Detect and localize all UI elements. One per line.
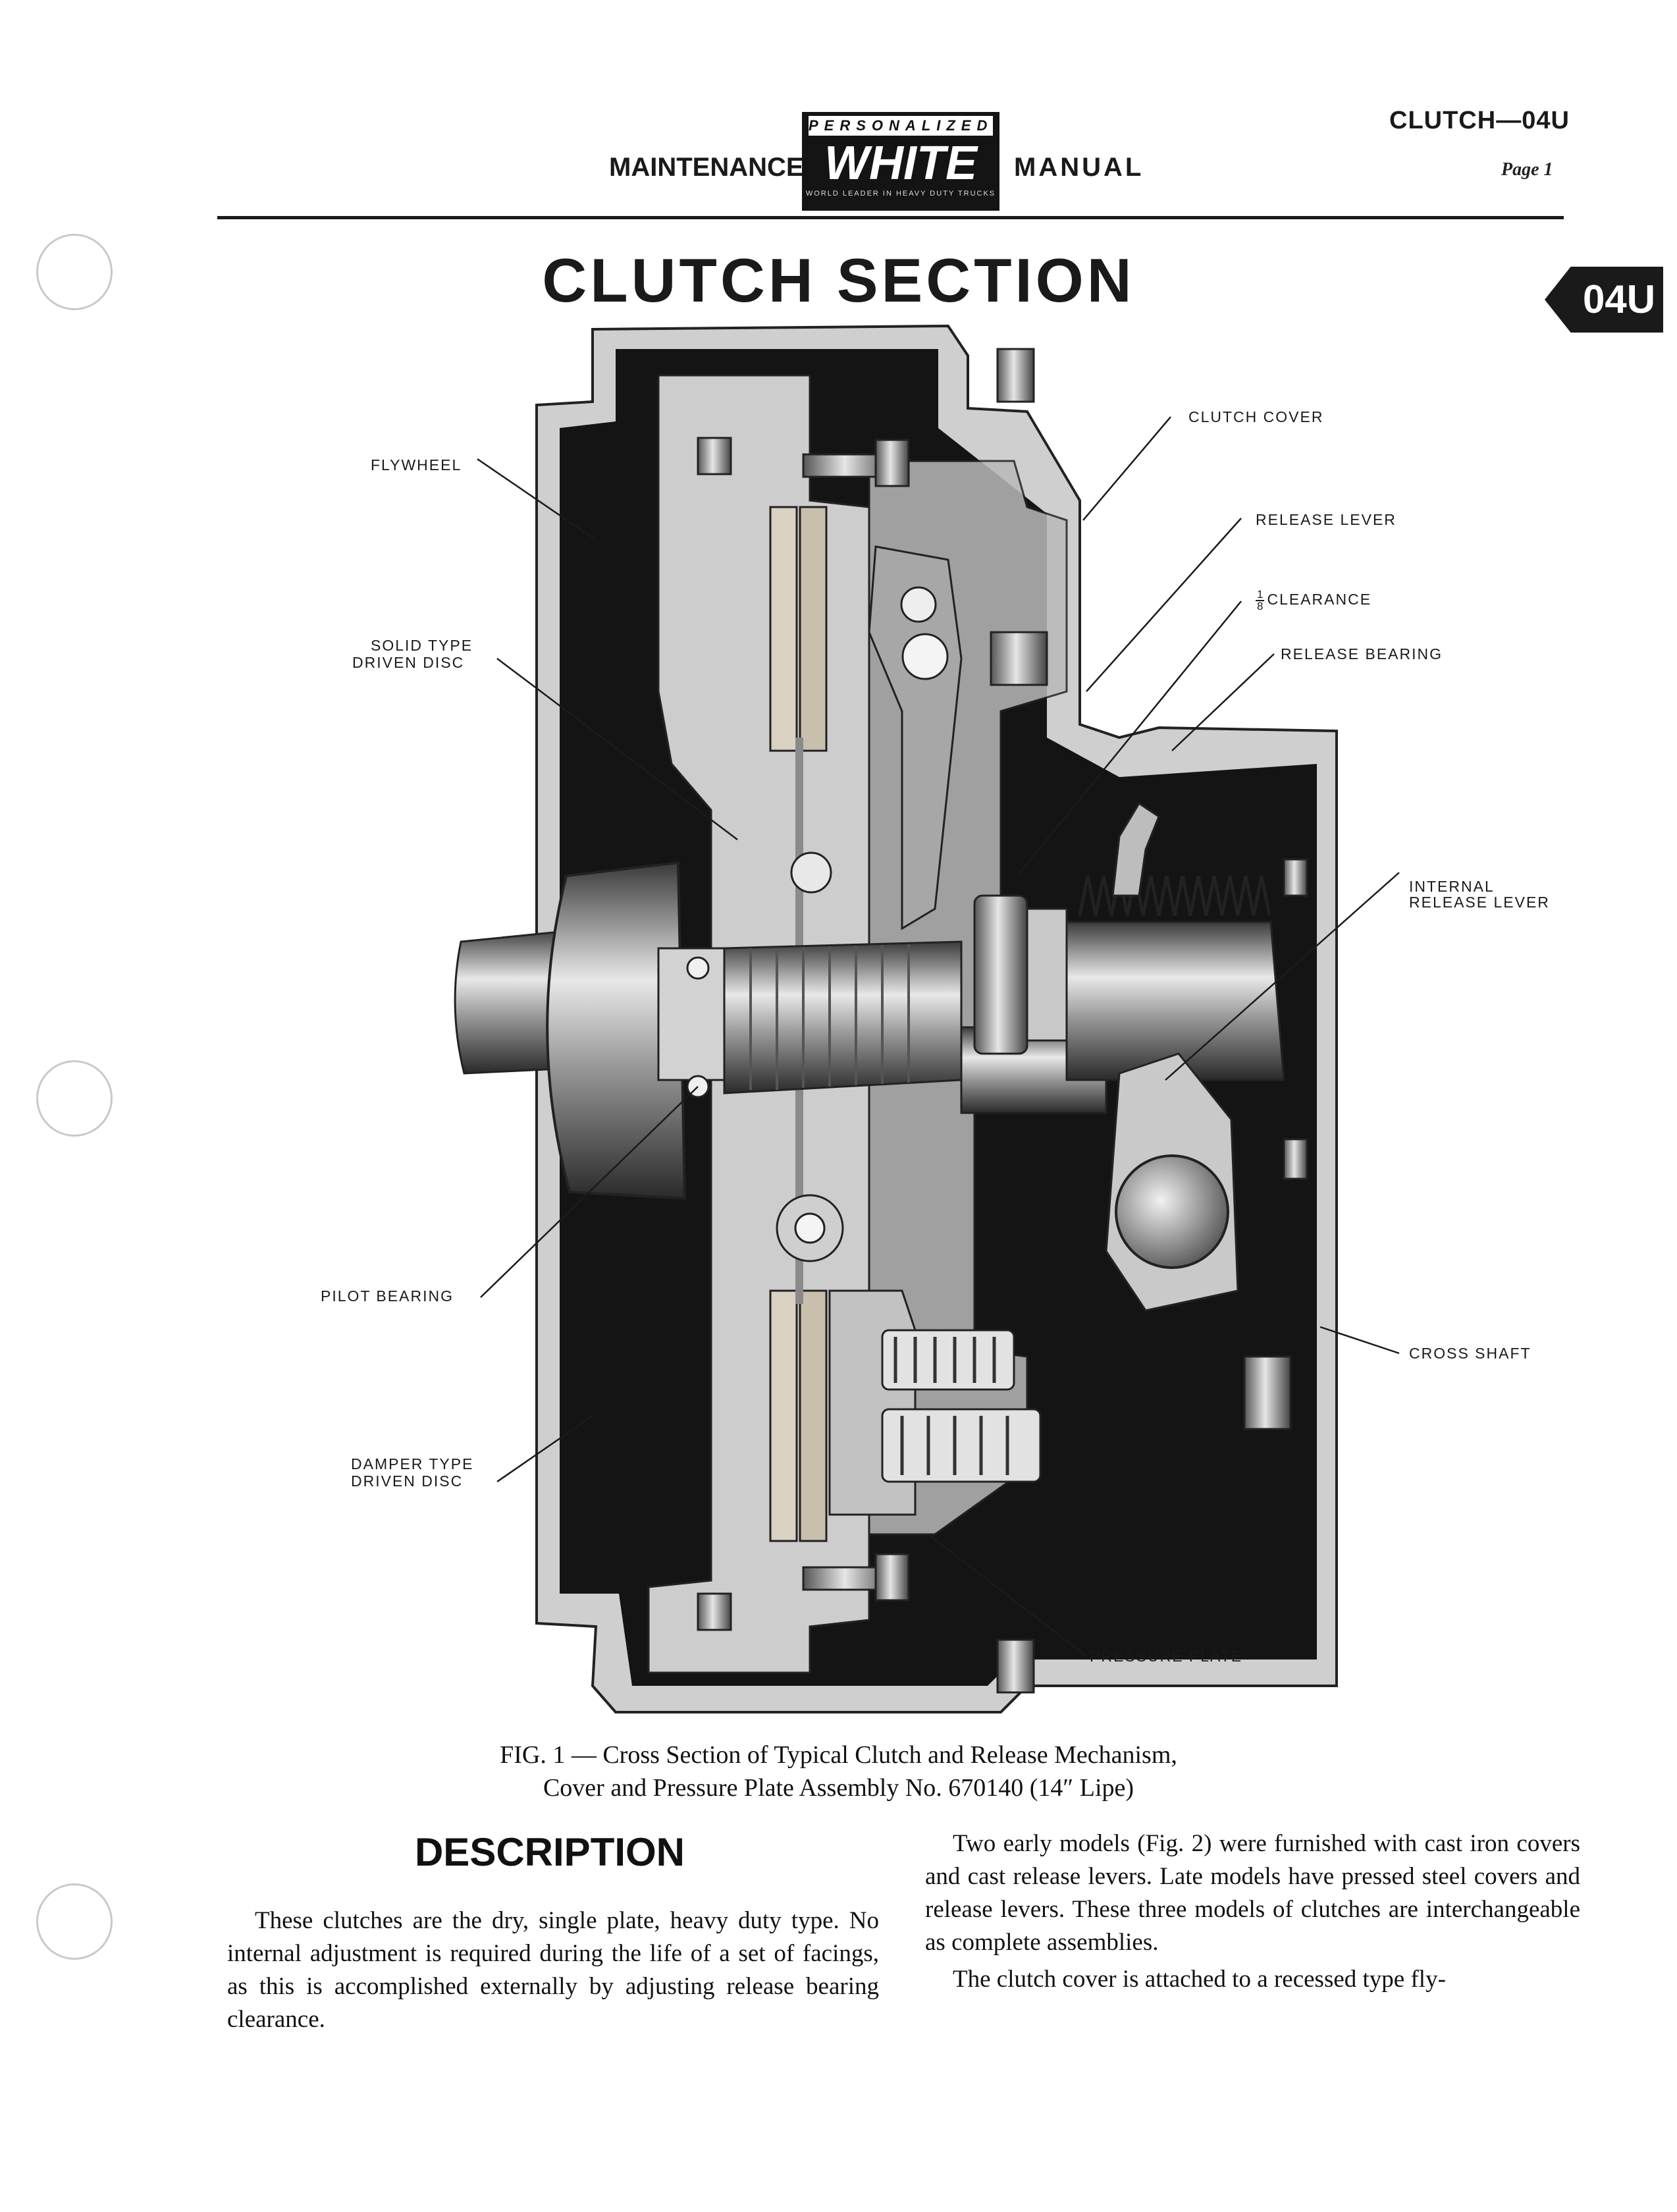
label-flywheel: FLYWHEEL [371,456,462,473]
punch-hole-top [36,234,113,310]
label-pilot-bearing: PILOT BEARING [321,1287,454,1305]
description-left-column: These clutches are the dry, single plate… [227,1904,879,2036]
label-internal-release-lever: RELEASE LEVER [1409,894,1550,911]
callout-leader-lines [477,416,1400,1657]
label-pressure-plate: PRESSURE PLATE [1090,1648,1243,1665]
splined-shaft [723,940,963,1094]
adjusting-screw [990,631,1048,686]
caption-line-2: Cover and Pressure Plate Assembly No. 67… [543,1774,1134,1802]
header-manual: MANUAL [1014,153,1144,182]
logo-tagline: WORLD LEADER IN HEAVY DUTY TRUCKS [805,190,996,198]
label-clutch-cover: CLUTCH COVER [1188,408,1324,425]
description-paragraph-left: These clutches are the dry, single plate… [227,1907,879,2033]
white-logo: PERSONALIZED WHITE WORLD LEADER IN HEAVY… [802,112,999,211]
cap-screws [697,348,1308,1694]
header-rule [217,216,1564,219]
lube-fitting [1111,801,1160,897]
page-title: CLUTCH SECTION [542,246,1135,315]
flywheel-hub [546,861,687,1200]
label-damper-driven-disc: DRIVEN DISC [351,1472,464,1490]
punch-hole-bottom [36,1883,113,1960]
logo-personalized: PERSONALIZED [809,116,993,136]
release-bearing-shape [973,894,1028,1055]
header-maintenance: MAINTENANCE [609,153,804,182]
punch-hole-middle [36,1060,113,1137]
facing-top [769,506,798,752]
figure-caption: FIG. 1 — Cross Section of Typical Clutch… [0,1739,1677,1804]
label-release-lever: RELEASE LEVER [1256,511,1397,528]
label-damper-type: DAMPER TYPE [351,1455,474,1472]
caption-line-1: FIG. 1 — Cross Section of Typical Clutch… [500,1741,1177,1769]
label-solid-type: SOLID TYPE [371,637,473,654]
description-right-column: Two early models (Fig. 2) were furnished… [925,1827,1580,1996]
page-number: Page 1 [1501,159,1553,180]
cross-shaft-shape [1115,1154,1229,1269]
facing-bottom [769,1289,798,1542]
logo-brand: WHITE [824,137,977,190]
description-heading: DESCRIPTION [414,1830,685,1874]
description-paragraph-right-1: Two early models (Fig. 2) were furnished… [925,1830,1580,1956]
description-paragraph-right-2: The clutch cover is attached to a recess… [953,1966,1446,1993]
section-tab: 04U [1545,267,1663,333]
label-cross-shaft: CROSS SHAFT [1409,1345,1531,1362]
release-sleeve [1065,921,1285,1081]
return-spring [1078,875,1271,916]
section-code: CLUTCH—04U [1389,107,1570,134]
label-release-bearing: RELEASE BEARING [1281,645,1443,662]
label-solid-driven-disc: DRIVEN DISC [352,654,465,671]
section-tab-label: 04U [1582,277,1656,321]
label-internal: INTERNAL [1409,878,1495,895]
